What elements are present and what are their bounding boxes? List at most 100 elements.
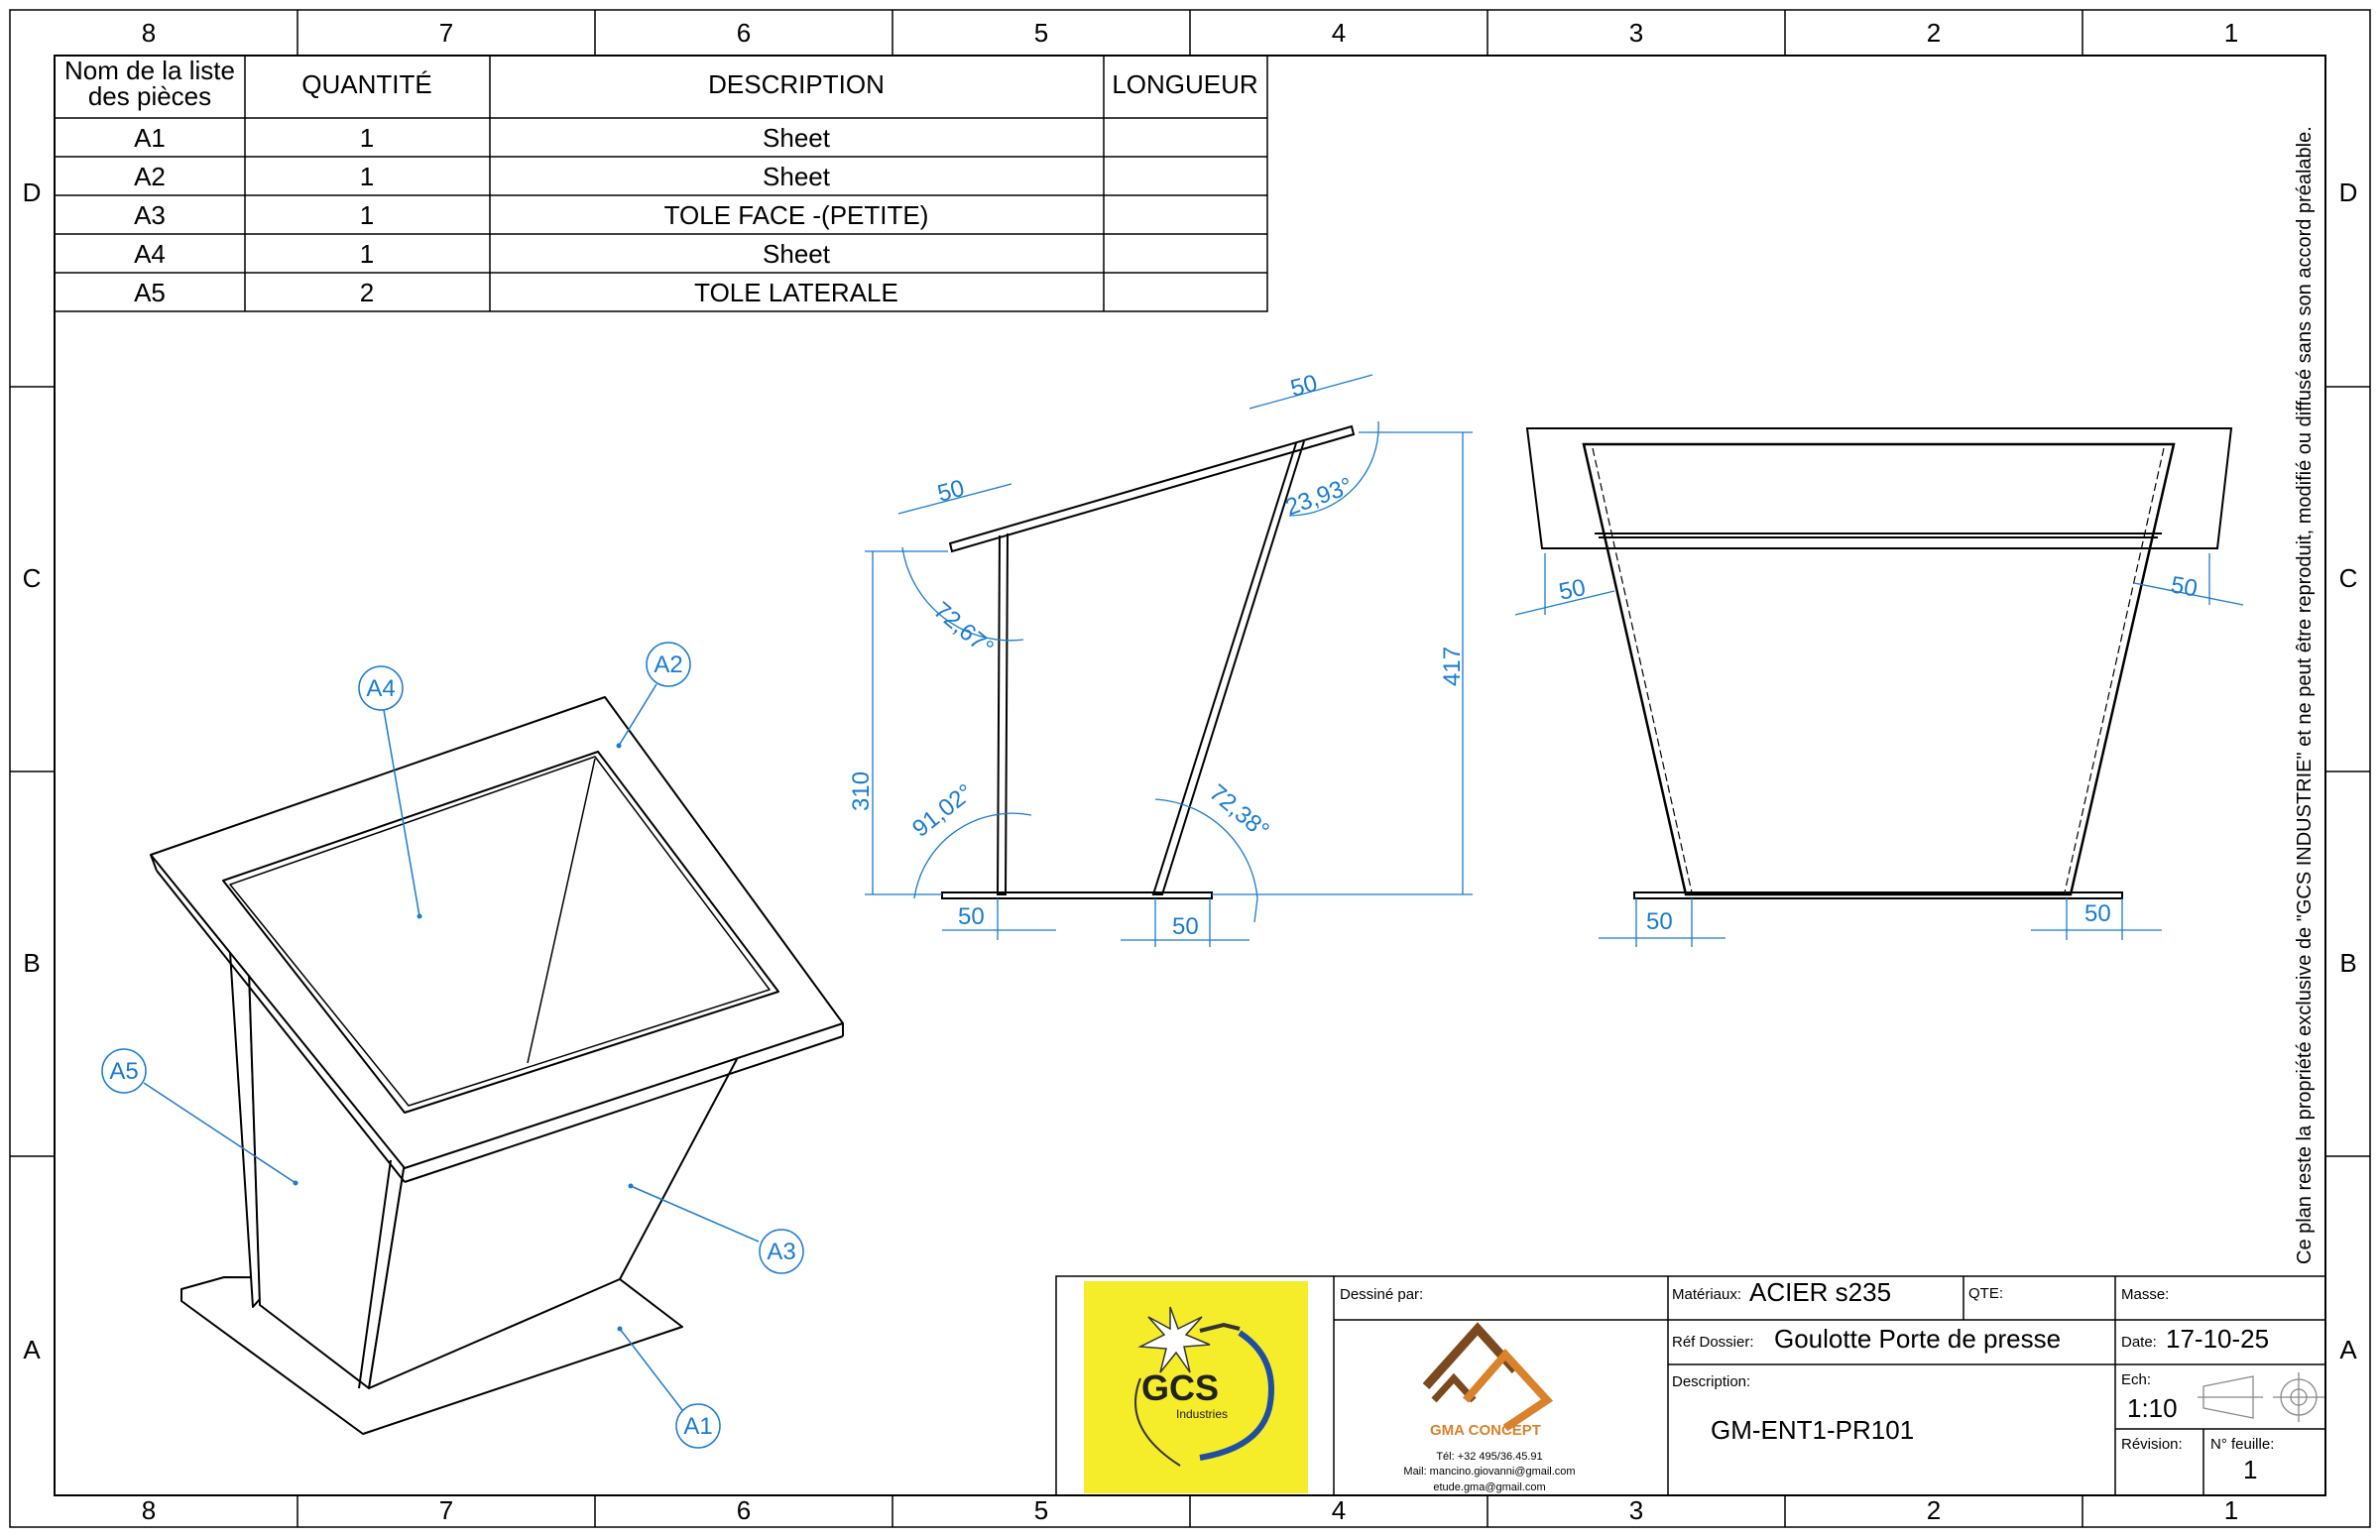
row-qty: 1 — [360, 239, 374, 269]
col-label: 7 — [439, 18, 453, 48]
gcs-logo-text: GCS — [1141, 1367, 1219, 1408]
balloon-dots — [293, 743, 634, 1332]
balloon-a3: A3 — [767, 1239, 795, 1265]
row-label: D — [2339, 178, 2358, 207]
row-desc: Sheet — [763, 162, 831, 191]
parts-list-table: Nom de la liste des pièces QUANTITÉ DESC… — [54, 55, 1268, 312]
gcs-logo: GCS Industries — [1134, 1306, 1274, 1467]
row-qty: 2 — [360, 278, 374, 307]
col-label: 6 — [737, 1495, 751, 1525]
col-label: 4 — [1332, 1495, 1346, 1525]
front-view-top-frame — [1525, 427, 2233, 549]
row-label: C — [23, 563, 42, 593]
company-mail2: etude.gma@gmail.com — [1433, 1481, 1545, 1493]
mass-label: Masse: — [2121, 1286, 2169, 1303]
ref-label: Réf Dossier: — [1672, 1334, 1754, 1351]
col-label: 1 — [2224, 18, 2238, 48]
drawn-by-label: Dessiné par: — [1340, 1286, 1423, 1303]
row-desc: Sheet — [763, 123, 831, 153]
header-description: DESCRIPTION — [708, 69, 885, 99]
description-value: GM-ENT1-PR101 — [1711, 1415, 1914, 1445]
gcs-logo-subtext: Industries — [1176, 1407, 1228, 1421]
side-view-top-plate — [948, 424, 1356, 553]
col-label: 8 — [142, 18, 156, 48]
dim-angle-top-left: 72,67° — [928, 597, 999, 661]
dim-bottom-left-flange: 50 — [958, 903, 985, 930]
front-view-dim-labels: 50 50 50 50 — [1557, 571, 2200, 935]
scale-value: 1:10 — [2127, 1393, 2178, 1423]
side-view-bottom-plate — [941, 891, 1213, 899]
isometric-view — [150, 696, 844, 1435]
dim-angle-bottom-right: 72,38° — [1204, 779, 1274, 844]
header-name-line2: des pièces — [88, 81, 211, 111]
title-block: GCS Industries GMA CONCEPT Tél: +32 495/… — [1055, 1275, 2326, 1496]
balloon-a2: A2 — [654, 652, 682, 678]
side-view-dims — [865, 374, 1473, 947]
sheet-value: 1 — [2243, 1455, 2257, 1484]
row-desc: Sheet — [763, 239, 831, 269]
col-label: 7 — [439, 1495, 453, 1525]
date-label: Date: — [2121, 1334, 2157, 1351]
dim-height-left: 310 — [848, 771, 875, 811]
col-label: 5 — [1034, 1495, 1048, 1525]
row-label: B — [2339, 948, 2356, 978]
dim-height-right: 417 — [1439, 647, 1466, 686]
row-qty: 1 — [360, 200, 374, 230]
header-name-line1: Nom de la liste — [64, 56, 235, 85]
balloon-a5: A5 — [109, 1058, 138, 1085]
date-value: 17-10-25 — [2166, 1324, 2269, 1354]
col-label: 3 — [1629, 18, 1643, 48]
dim-front-right-lower: 50 — [2084, 900, 2111, 927]
row-label: D — [23, 178, 42, 207]
projection-symbol-icon — [2198, 1372, 2324, 1422]
column-labels-bottom: 8 7 6 5 4 3 2 1 — [142, 1495, 2238, 1525]
col-label: 1 — [2224, 1495, 2238, 1525]
company-mail: Mail: mancino.giovanni@gmail.com — [1403, 1466, 1575, 1478]
row-name: A2 — [134, 162, 166, 191]
front-view — [1525, 427, 2233, 899]
scale-label: Ech: — [2121, 1371, 2151, 1388]
row-label: A — [23, 1335, 41, 1364]
sheet-label: N° feuille: — [2210, 1436, 2274, 1453]
row-qty: 1 — [360, 123, 374, 153]
row-desc: TOLE LATERALE — [694, 278, 898, 307]
side-view-right-leg — [1151, 440, 1305, 895]
company-tel: Tél: +32 495/36.45.91 — [1436, 1451, 1542, 1463]
col-label: 3 — [1629, 1495, 1643, 1525]
company-name: GMA CONCEPT — [1430, 1422, 1541, 1439]
front-view-dims — [1514, 553, 2244, 947]
balloon-a4: A4 — [366, 675, 395, 702]
row-name: A3 — [134, 200, 166, 230]
revision-label: Révision: — [2121, 1436, 2183, 1453]
col-label: 6 — [737, 18, 751, 48]
col-label: 2 — [1927, 18, 1941, 48]
material-label: Matériaux: — [1672, 1286, 1741, 1303]
side-view — [941, 424, 1356, 899]
column-labels-top: 8 7 6 5 4 3 2 1 — [142, 18, 2238, 48]
row-name: A1 — [134, 123, 166, 153]
row-labels: D C B A D C B A — [23, 178, 2358, 1364]
side-view-left-leg — [996, 533, 1009, 895]
header-quantity: QUANTITÉ — [301, 69, 431, 99]
header-length: LONGUEUR — [1112, 69, 1257, 99]
top-frame-opening — [222, 751, 779, 1114]
dim-top-left-flange: 50 — [935, 475, 968, 508]
col-label: 5 — [1034, 18, 1048, 48]
qte-label: QTE: — [1968, 1285, 2003, 1302]
row-qty: 1 — [360, 162, 374, 191]
balloons — [101, 642, 804, 1449]
dim-angle-top-right: 23,93° — [1282, 472, 1357, 521]
dim-bottom-right-flange: 50 — [1172, 913, 1199, 940]
side-view-dim-labels: 50 50 23,93° 72,67° 310 417 91,02° 72,38… — [848, 370, 1466, 940]
col-label: 2 — [1927, 1495, 1941, 1525]
ref-value: Goulotte Porte de presse — [1774, 1324, 2061, 1354]
zone-dividers — [10, 10, 2370, 1527]
dim-front-left-upper: 50 — [1557, 574, 1589, 606]
dim-front-right-upper: 50 — [2169, 571, 2200, 602]
copyright-note: Ce plan reste la propriété exclusive de … — [2294, 126, 2316, 1264]
row-name: A4 — [134, 239, 166, 269]
dim-front-left-lower: 50 — [1646, 908, 1673, 935]
balloon-labels: A4 A2 A5 A3 A1 — [109, 652, 795, 1440]
balloon-a1: A1 — [683, 1413, 712, 1440]
